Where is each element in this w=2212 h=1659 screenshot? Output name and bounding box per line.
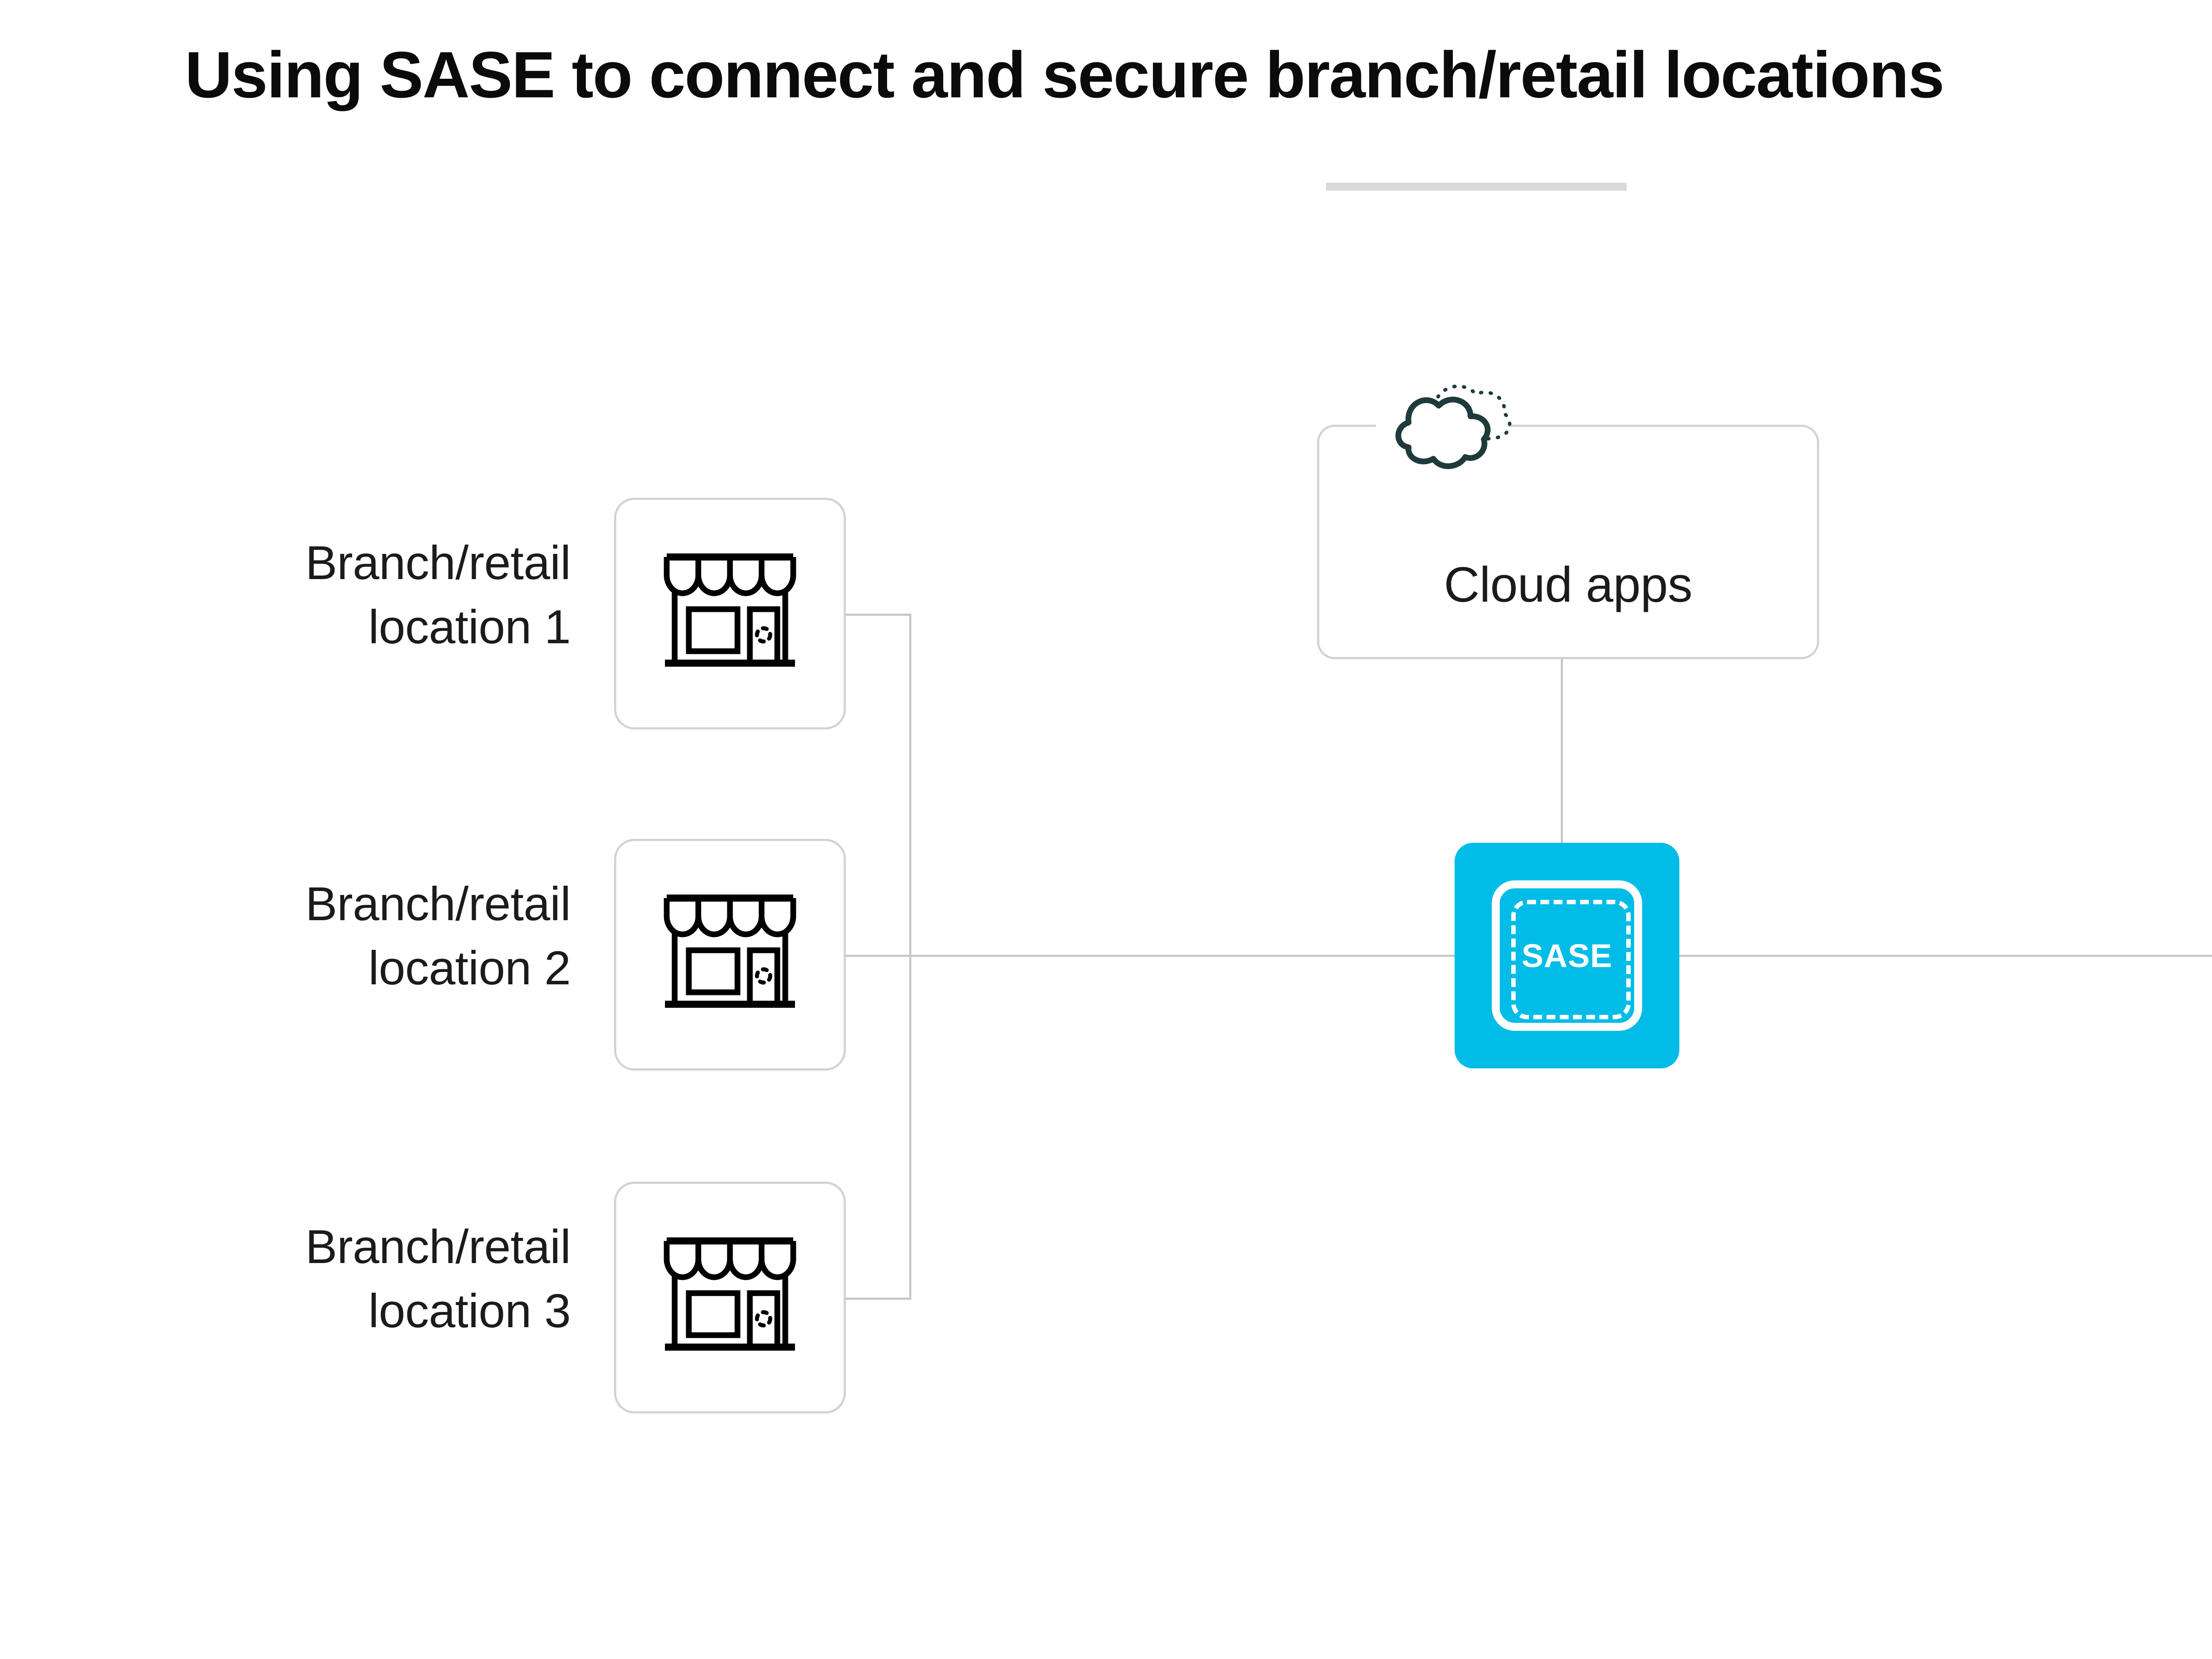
connector-sase-to-datacenter (1678, 955, 2212, 957)
cloud-apps-label: Cloud apps (1444, 557, 1693, 612)
connector-branch3-to-bus (845, 1298, 911, 1300)
sase-dashed-boundary (1511, 900, 1631, 1019)
branch-label-2-line1: Branch/retail (305, 877, 571, 930)
branch-label-2-line2: location 2 (368, 941, 571, 995)
branch-label-3-line1: Branch/retail (305, 1220, 571, 1273)
branch-label-1: Branch/retail location 1 (128, 531, 571, 659)
page-title: Using SASE to connect and secure branch/… (185, 38, 1944, 111)
branch-label-1-line1: Branch/retail (305, 536, 571, 589)
branch-label-2: Branch/retail location 2 (128, 872, 571, 1000)
sase-label: SASE (1521, 937, 1613, 974)
cloud-icon (1371, 378, 1517, 489)
branch-box-3[interactable] (614, 1182, 846, 1413)
storefront-icon (657, 547, 803, 680)
branch-box-2[interactable] (614, 839, 846, 1071)
branch-label-3-line2: location 3 (368, 1283, 571, 1337)
storefront-icon (657, 888, 803, 1021)
sase-node[interactable]: SASE (1455, 843, 1679, 1068)
connector-branch1-to-bus (845, 614, 911, 616)
cloud-apps-card[interactable]: Cloud apps (1317, 421, 1819, 659)
connector-branch2-to-sase (845, 955, 1456, 957)
branch-box-1[interactable] (614, 498, 846, 730)
branch-label-1-line2: location 1 (368, 599, 571, 653)
storefront-icon (657, 1231, 803, 1364)
branch-label-3: Branch/retail location 3 (128, 1215, 571, 1343)
sase-shield-icon (1492, 880, 1642, 1031)
title-underline-rule (1326, 183, 1627, 191)
connector-cloudapps-to-sase (1561, 658, 1563, 844)
